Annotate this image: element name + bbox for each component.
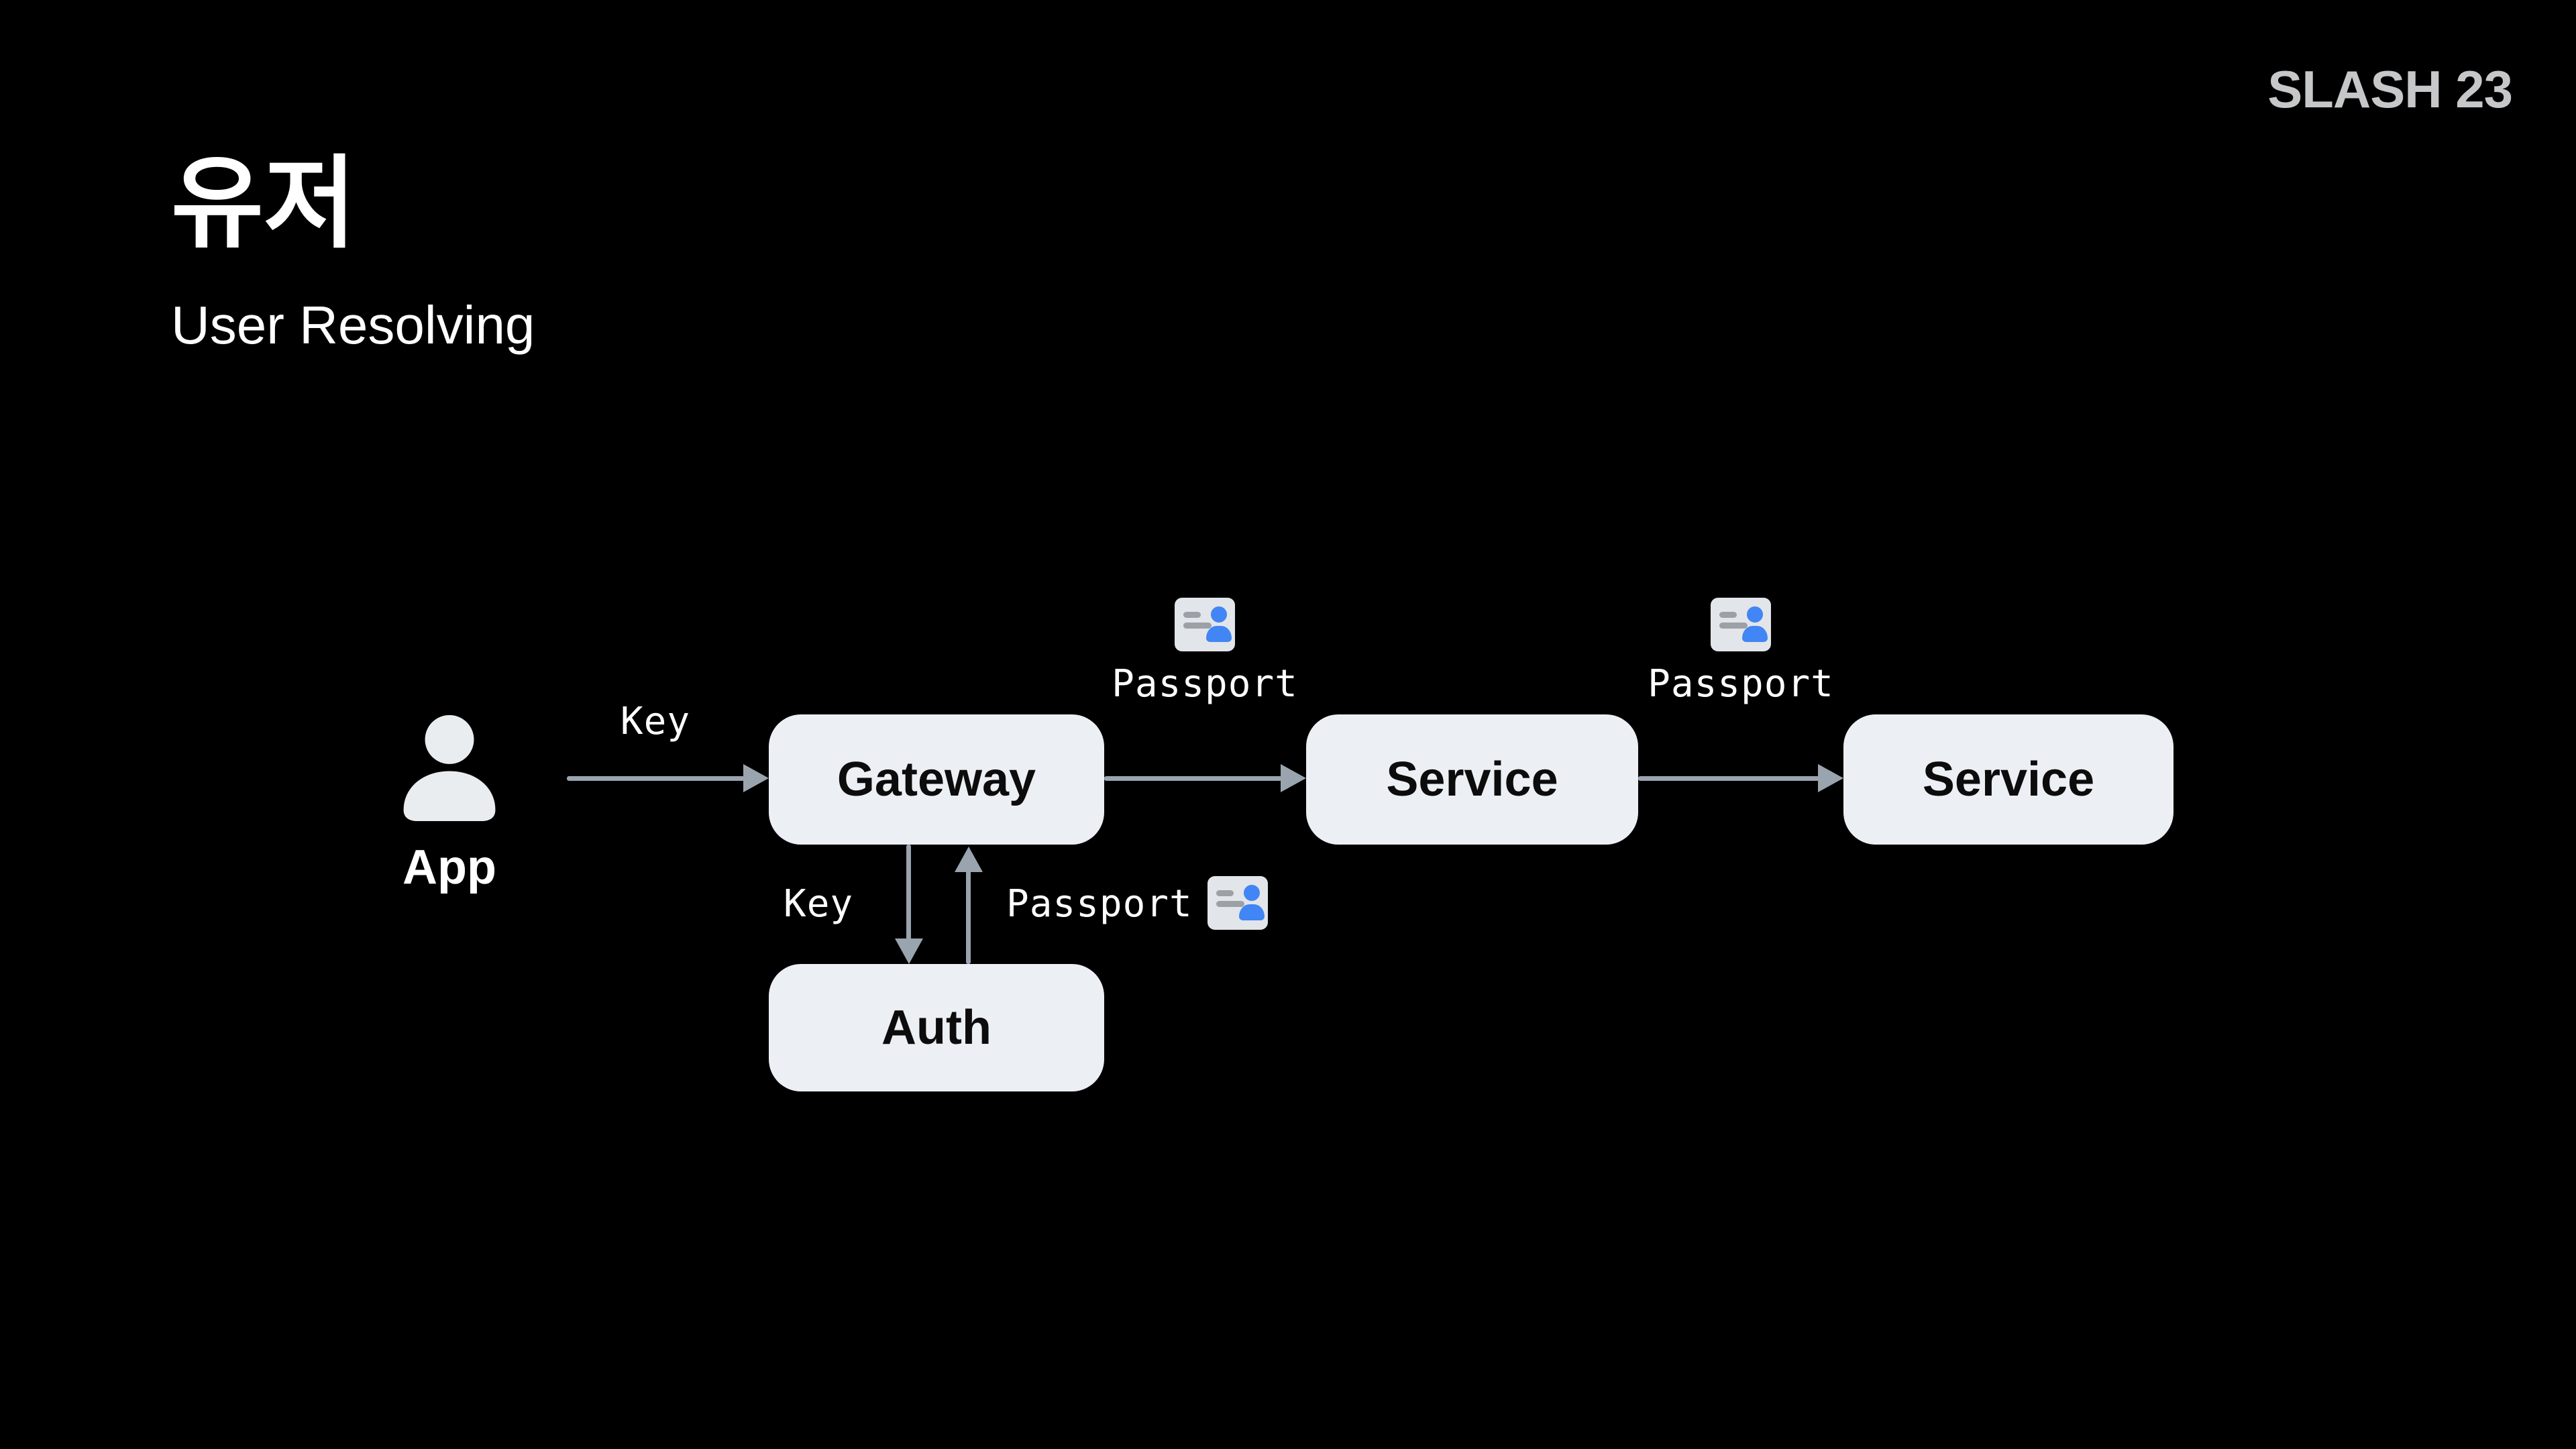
passport-person-icon [1211, 606, 1227, 623]
service-node-1: Service [1306, 714, 1638, 845]
edge-label-key-app-gateway: Key [620, 700, 691, 743]
edge-label-passport-auth-gateway: Passport [1006, 882, 1193, 926]
arrowhead-down-icon [895, 938, 923, 964]
auth-node-label: Auth [881, 1001, 991, 1055]
passport-person-icon [1244, 885, 1260, 901]
passport-text-line-icon [1183, 612, 1201, 618]
gateway-node-label: Gateway [837, 753, 1036, 806]
arrowhead-right-icon [743, 764, 769, 792]
slide-subtitle: User Resolving [171, 295, 535, 355]
passport-icon [1175, 598, 1235, 651]
edge-label-key-gateway-auth: Key [784, 882, 854, 926]
arrowhead-right-icon [1281, 764, 1306, 792]
arrow-gateway-to-auth [906, 845, 911, 940]
auth-node: Auth [769, 964, 1104, 1091]
passport-person-icon [1206, 626, 1232, 642]
passport-person-icon [1742, 626, 1768, 642]
arrowhead-up-icon [955, 847, 983, 872]
gateway-node: Gateway [769, 714, 1104, 845]
passport-person-icon [1747, 606, 1763, 623]
passport-person-icon [1239, 904, 1265, 920]
app-node-label: App [402, 841, 496, 894]
passport-text-line-icon [1719, 612, 1737, 618]
passport-text-line-icon [1216, 901, 1244, 907]
arrow-app-to-gateway [567, 776, 745, 781]
passport-icon [1711, 598, 1771, 651]
app-user-icon [398, 711, 500, 825]
service-node-2: Service [1843, 714, 2174, 845]
arrowhead-right-icon [1818, 764, 1843, 792]
arrow-auth-to-gateway [966, 871, 971, 964]
passport-text-line-icon [1183, 623, 1212, 629]
arrow-service-to-service [1638, 776, 1819, 781]
passport-icon [1208, 876, 1268, 930]
passport-text-line-icon [1216, 890, 1234, 896]
slide-title: 유저 [171, 147, 357, 260]
edge-label-passport-gateway-service: Passport [1112, 662, 1298, 706]
arrow-gateway-to-service [1104, 776, 1282, 781]
passport-text-line-icon [1719, 623, 1748, 629]
slash-23-logo: SLASH 23 [2267, 60, 2513, 119]
service-node-2-label: Service [1922, 753, 2095, 806]
service-node-1-label: Service [1386, 753, 1558, 806]
edge-label-passport-service-service: Passport [1648, 662, 1834, 706]
